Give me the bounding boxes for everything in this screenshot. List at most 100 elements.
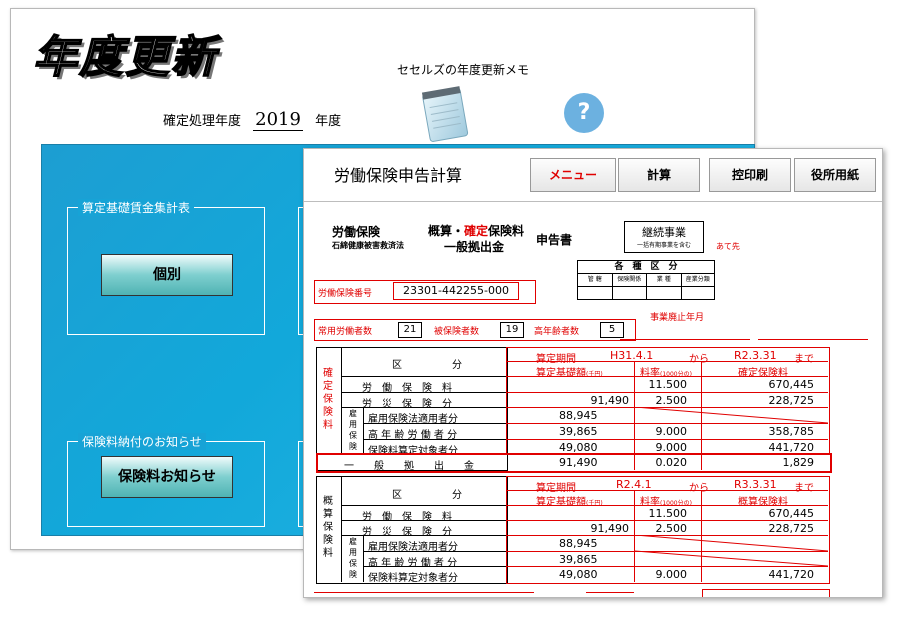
- estimate-made: まで: [794, 483, 814, 494]
- confirm-row-amount-1[interactable]: 228,725: [768, 394, 815, 407]
- estimate-row-base-4[interactable]: 49,080: [559, 568, 598, 581]
- estimate-row-base-2[interactable]: 88,945: [559, 537, 598, 550]
- toolbar: 労働保険申告計算 メニュー 計算 控印刷 役所用紙: [304, 149, 882, 202]
- general-contribution-row: [316, 453, 832, 473]
- estimate-period-to[interactable]: R3.3.31: [734, 478, 777, 491]
- group-wage-summary: 算定基礎賃金集計表 個別: [67, 199, 265, 335]
- estimate-row-label-4: 保険料算定対象者分: [368, 573, 458, 584]
- estimate-row-label-1: 労 災 保 険 分: [362, 527, 452, 538]
- addressee-label: あて先: [716, 242, 740, 251]
- year-row: 確定処理年度 2019 年度: [163, 109, 342, 131]
- group-premium-notice: 保険料納付のお知らせ 保険料お知らせ: [67, 433, 265, 527]
- estimate-period-from[interactable]: R2.4.1: [616, 478, 652, 491]
- estimate-rate-header: 料率(1000分の): [640, 497, 692, 508]
- elderly-workers-value[interactable]: 5: [600, 322, 624, 338]
- year-suffix: 年度: [315, 114, 342, 129]
- insurance-number-box: [314, 280, 536, 304]
- heading-general-contribution: 一般拠出金: [444, 240, 505, 254]
- estimate-employment-label: 雇用保険: [349, 537, 357, 579]
- estimate-kubun-header: 区 分: [392, 490, 462, 501]
- heading-premium: 概算・確定保険料: [428, 224, 525, 238]
- estimate-row-base-3[interactable]: 39,865: [559, 553, 598, 566]
- confirm-kara: から: [689, 354, 709, 365]
- confirm-diagonal: [635, 407, 828, 423]
- confirm-period-from[interactable]: H31.4.1: [610, 349, 654, 362]
- estimate-row-amount-1[interactable]: 228,725: [768, 522, 815, 535]
- insurance-number-label: 労働保険番号: [318, 289, 373, 299]
- confirm-row-label-1: 労 災 保 険 分: [362, 399, 452, 410]
- year-value[interactable]: 2019: [253, 109, 303, 131]
- confirm-row-base-4[interactable]: 49,080: [559, 441, 598, 454]
- confirm-row-label-0: 労 働 保 険 料: [362, 383, 452, 394]
- estimate-row-rate-4[interactable]: 9.000: [655, 568, 688, 581]
- confirm-rate-header: 料率(1000分の): [640, 368, 692, 379]
- estimate-row-rate-0[interactable]: 11.500: [648, 507, 688, 520]
- confirm-kubun-header: 区 分: [392, 360, 462, 371]
- estimate-row-label-3: 高 年 齢 労 働 者 分: [368, 558, 458, 569]
- group-wage-summary-label: 算定基礎賃金集計表: [78, 199, 195, 216]
- continuous-business-box: 継続事業 一括有期事業を含む: [624, 221, 704, 253]
- estimate-base-header: 算定基礎額(千円): [536, 497, 603, 508]
- confirm-made: まで: [794, 354, 814, 365]
- estimate-value-grid: [506, 476, 830, 584]
- general-contribution-rate[interactable]: 0.020: [655, 456, 688, 469]
- general-contribution-base[interactable]: 91,490: [559, 456, 598, 469]
- individual-button[interactable]: 個別: [101, 254, 233, 296]
- confirm-row-base-2[interactable]: 88,945: [559, 409, 598, 422]
- estimate-period-label: 算定期間: [536, 483, 576, 494]
- confirm-row-amount-3[interactable]: 358,785: [768, 425, 815, 438]
- form-title: 労働保険申告計算: [334, 166, 463, 185]
- confirm-period-to[interactable]: R2.3.31: [734, 349, 777, 362]
- confirm-row-amount-0[interactable]: 670,445: [768, 378, 815, 391]
- insured-persons-value[interactable]: 19: [500, 322, 524, 338]
- estimate-row-label-0: 労 働 保 険 料: [362, 512, 452, 523]
- year-label: 確定処理年度: [163, 114, 242, 129]
- estimate-row-label-2: 雇用保険法適用者分: [368, 542, 458, 553]
- calculate-button[interactable]: 計算: [618, 158, 700, 192]
- confirm-base-header: 算定基礎額(千円): [536, 368, 603, 379]
- estimate-kara: から: [689, 483, 709, 494]
- estimate-row-amount-4[interactable]: 441,720: [768, 568, 815, 581]
- general-contribution-amount[interactable]: 1,829: [782, 456, 815, 469]
- premium-notice-button[interactable]: 保険料お知らせ: [101, 456, 233, 498]
- confirm-row-rate-0[interactable]: 11.500: [648, 378, 688, 391]
- general-contribution-label: 一 般 拠 出 金: [344, 461, 474, 472]
- worker-counts-box: [314, 319, 636, 341]
- heading-declaration: 申告書: [536, 233, 573, 247]
- estimate-diagonal: [635, 535, 828, 566]
- confirm-side-label: 確定保険料: [323, 368, 333, 431]
- estimate-row-base-1[interactable]: 91,490: [590, 522, 630, 535]
- office-form-button[interactable]: 役所用紙: [794, 158, 876, 192]
- estimate-row-rate-1[interactable]: 2.500: [655, 522, 688, 535]
- elderly-workers-label: 高年齢者数: [534, 327, 580, 337]
- regular-workers-label: 常用労働者数: [318, 327, 373, 337]
- category-table: 各 種 区 分 管 轄 保険関係 業 種 産業分類: [577, 260, 715, 300]
- insurance-number-field[interactable]: 23301-442255-000: [393, 282, 519, 300]
- heading-labor-insurance: 労働保険: [332, 225, 381, 239]
- confirm-row-amount-4[interactable]: 441,720: [768, 441, 815, 454]
- closure-date-label: 事業廃止年月: [650, 313, 705, 323]
- estimate-amount-header: 概算保険料: [738, 497, 788, 508]
- labor-insurance-window: 労働保険申告計算 メニュー 計算 控印刷 役所用紙 労働保険 石綿健康被害救済法…: [303, 148, 883, 598]
- confirm-row-rate-3[interactable]: 9.000: [655, 425, 688, 438]
- confirm-period-label: 算定期間: [536, 354, 576, 365]
- confirm-row-rate-1[interactable]: 2.500: [655, 394, 688, 407]
- insured-persons-label: 被保険者数: [434, 327, 480, 337]
- estimate-row-amount-0[interactable]: 670,445: [768, 507, 815, 520]
- confirm-employment-label: 雇用保険: [349, 409, 357, 451]
- estimate-side-label: 概算保険料: [323, 496, 333, 559]
- confirm-row-base-3[interactable]: 39,865: [559, 425, 598, 438]
- group-premium-notice-label: 保険料納付のお知らせ: [78, 433, 206, 450]
- confirm-row-label-3: 高 年 齢 労 働 者 分: [368, 430, 458, 441]
- notepad-icon[interactable]: [416, 83, 474, 145]
- print-copy-button[interactable]: 控印刷: [709, 158, 791, 192]
- confirm-row-label-2: 雇用保険法適用者分: [368, 414, 458, 425]
- help-icon[interactable]: ?: [564, 93, 604, 133]
- app-title: 年度更新: [32, 31, 217, 84]
- confirm-row-base-1[interactable]: 91,490: [590, 394, 630, 407]
- confirm-amount-header: 確定保険料: [738, 368, 788, 379]
- confirm-row-rate-4[interactable]: 9.000: [655, 441, 688, 454]
- menu-button[interactable]: メニュー: [530, 158, 616, 192]
- regular-workers-value[interactable]: 21: [398, 322, 422, 338]
- memo-label: セセルズの年度更新メモ: [397, 63, 530, 77]
